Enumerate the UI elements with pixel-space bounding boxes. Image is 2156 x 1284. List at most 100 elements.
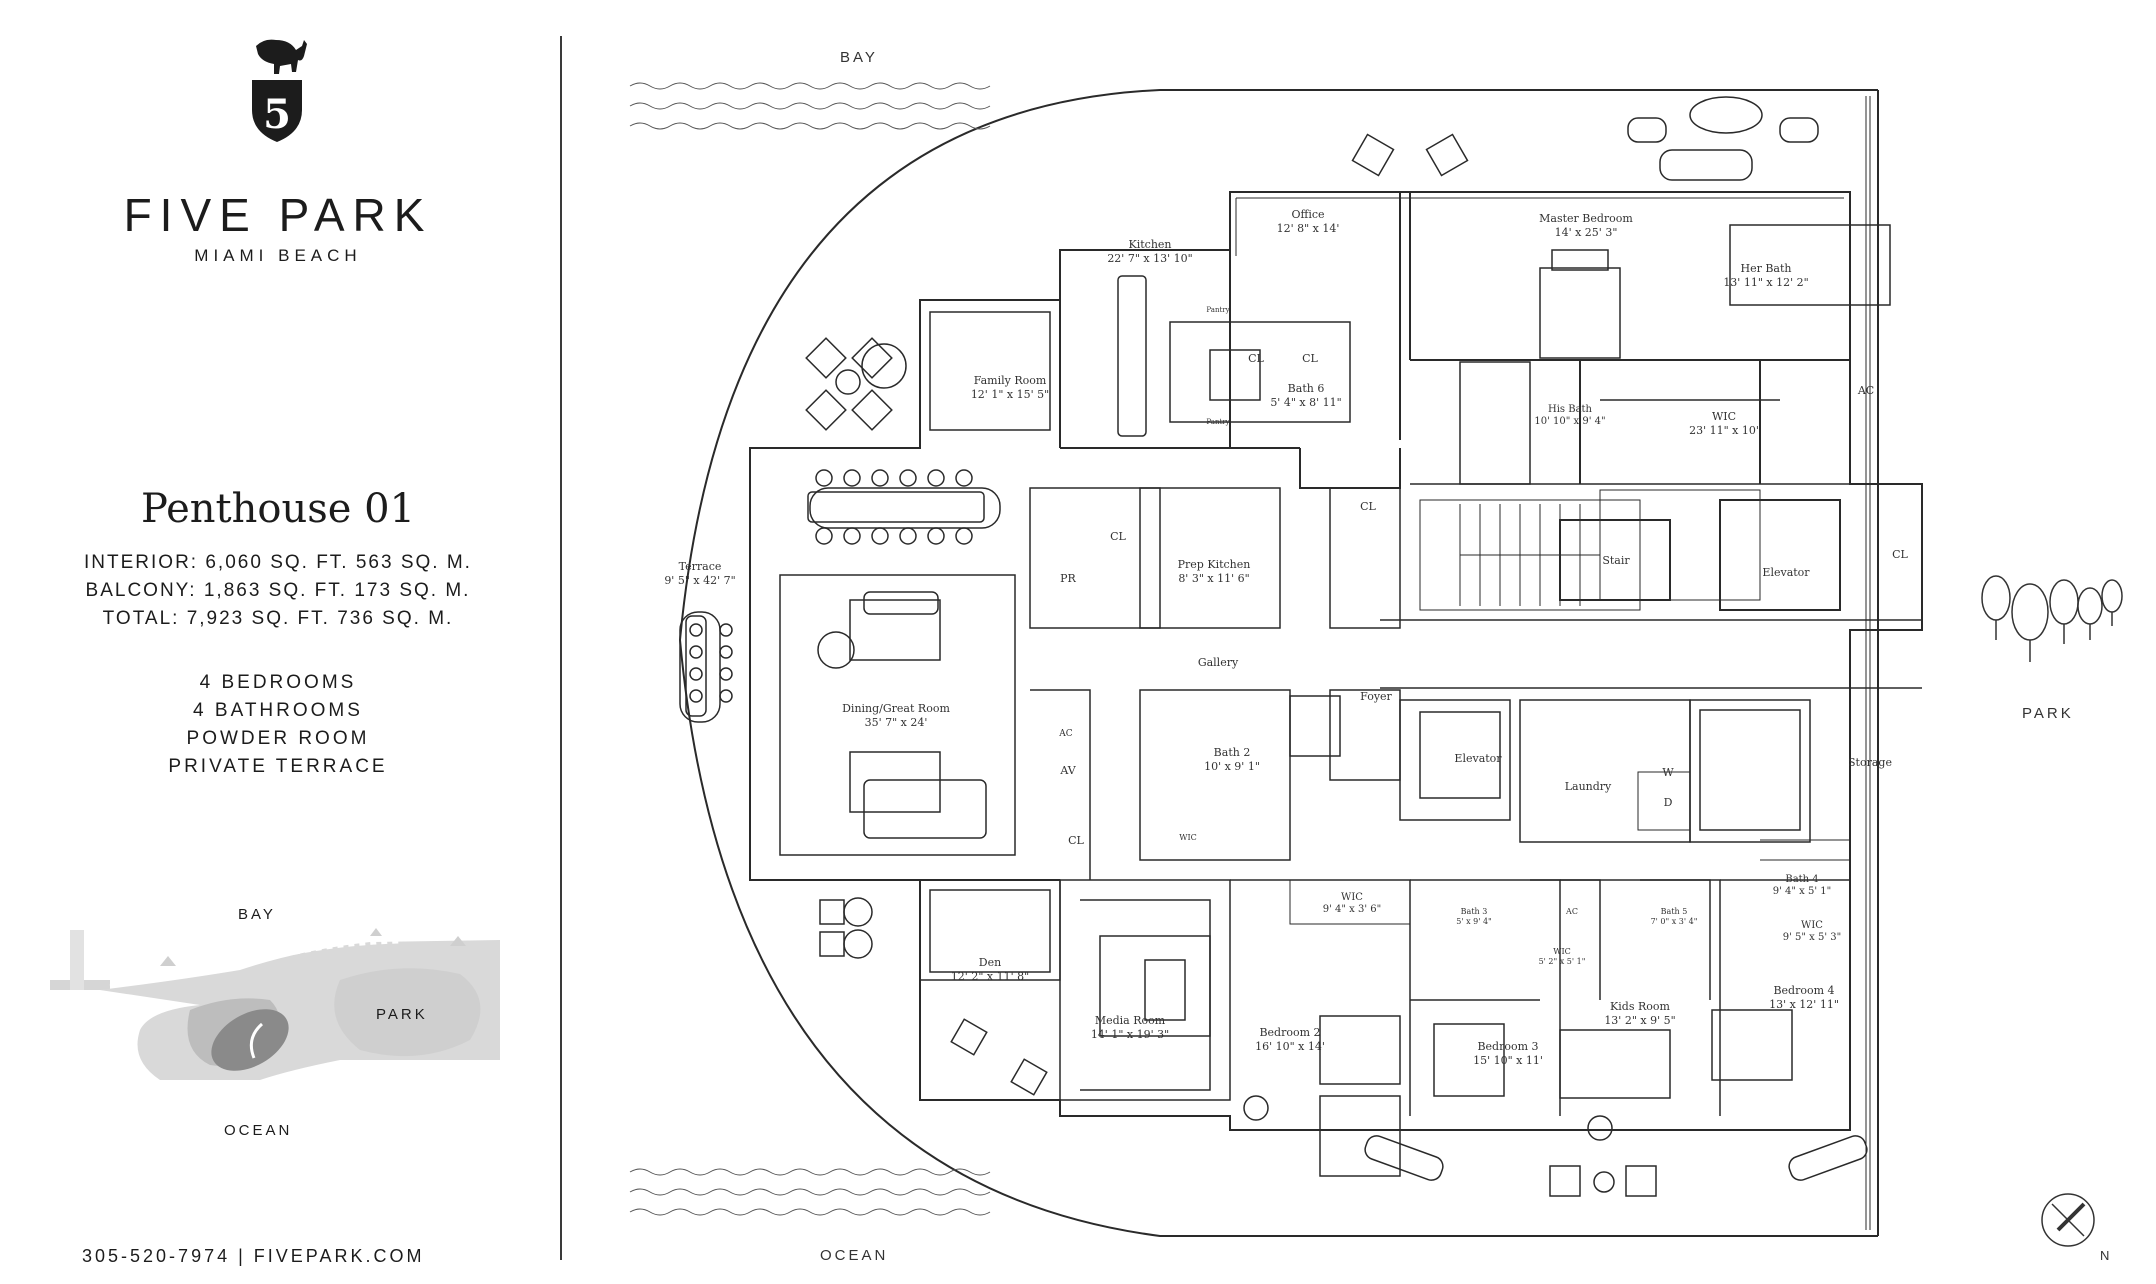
room-wic-bed3-dims: 5' 2" x 5' 1" [1539,957,1586,966]
room-bedroom-2-dims: 16' 10" x 14' [1255,1040,1325,1053]
water-lines [629,82,991,1216]
elephant-shield-icon: 5 [252,39,307,142]
room-elevator-1: Elevator [1762,566,1810,579]
room-laundry: Laundry [1565,780,1612,793]
room-gallery: Gallery [1198,656,1239,669]
room-bath-3: Bath 3 [1461,907,1488,916]
bay-label: BAY [840,49,878,66]
label-closet-2: CL [1360,500,1376,513]
total-area: TOTAL: 7,923 SQ. FT. 736 SQ. M. [102,608,454,629]
label-av: AV [1059,764,1076,777]
room-her-bath: Her Bath [1740,262,1791,275]
info-panel: 5 FIVE PARK MIAMI BEACH Penthouse 01 INT… [0,0,556,1284]
trees-icon [1981,575,2123,662]
feature-bedrooms: 4 BEDROOMS [199,672,357,693]
room-master-bedroom: Master Bedroom [1539,212,1633,225]
label-closet-3: CL [1892,548,1908,561]
room-elevator-2: Elevator [1454,752,1502,765]
room-terrace-dims: 9' 5" x 42' 7" [664,574,735,587]
label-closet-1: CL [1110,530,1126,543]
room-dining-dims: 35' 7" x 24' [865,716,928,729]
room-bedroom-2: Bedroom 2 [1259,1026,1320,1039]
stair-icon [1419,499,1641,611]
room-family-room-dims: 12' 1" x 15' 5" [971,388,1049,401]
room-wic-bed4: WIC [1801,920,1823,931]
brand-subtitle: MIAMI BEACH [194,246,362,265]
room-bath-4-dims: 9' 4" x 5' 1" [1773,886,1832,897]
feature-powder-room: POWDER ROOM [186,728,370,749]
unit-title: Penthouse 01 [140,486,416,532]
park-label: PARK [2022,705,2074,722]
room-kitchen: Kitchen [1129,238,1172,251]
label-washer: W [1662,766,1674,779]
room-his-bath: His Bath [1548,404,1593,415]
room-her-bath-dims: 13' 11" x 12' 2" [1723,276,1808,289]
room-bath-5-dims: 7' 0" x 3' 4" [1651,917,1698,926]
label-powder-room: PR [1060,572,1076,585]
room-stair: Stair [1602,554,1630,567]
label-dryer: D [1664,796,1673,809]
room-wic-master: WIC [1712,410,1736,423]
room-kids-room: Kids Room [1610,1000,1670,1013]
floor-plan: BAY OCEAN PARK N Office 12' 8" x 14' Mas… [629,49,2123,1264]
room-office-dims: 12' 8" x 14' [1277,222,1340,235]
room-bath-2-dims: 10' x 9' 1" [1204,760,1260,773]
room-media-room: Media Room [1095,1014,1166,1027]
label-ac-3: AC [1565,907,1578,916]
room-dining: Dining/Great Room [842,702,950,715]
label-pantry-1: Pantry [1206,306,1229,314]
room-bedroom-4-dims: 13' x 12' 11" [1769,998,1839,1011]
room-prep-kitchen: Prep Kitchen [1178,558,1251,571]
room-wic-bed2-dims: 9' 4" x 3' 6" [1323,904,1382,915]
room-bath-3-dims: 5' x 9' 4" [1456,917,1492,926]
label-ac-2: AC [1857,384,1874,397]
location-minimap: BAY PARK OCEAN [40,890,510,1150]
room-terrace: Terrace [679,560,722,573]
room-media-room-dims: 14' 1" x 19' 3" [1091,1028,1169,1041]
room-family-room: Family Room [974,374,1047,387]
dining-table [807,469,985,545]
north-arrow-icon [2041,1193,2095,1247]
room-storage: Storage [1848,756,1892,769]
svg-text:5: 5 [263,91,291,138]
feature-terrace: PRIVATE TERRACE [168,756,388,777]
label-closet-5: CL [1302,352,1318,365]
room-kids-room-dims: 13' 2" x 9' 5" [1604,1014,1675,1027]
room-office: Office [1291,208,1324,221]
feature-bathrooms: 4 BATHROOMS [193,700,363,721]
label-closet-6: CL [1068,834,1084,847]
room-kitchen-dims: 22' 7" x 13' 10" [1107,252,1192,265]
interior-area: INTERIOR: 6,060 SQ. FT. 563 SQ. M. [84,552,472,573]
interior-walls [749,191,1923,1131]
room-his-bath-dims: 10' 10" x 9' 4" [1534,416,1605,427]
terrace-furniture [685,117,1868,1197]
contact-info: 305-520-7974 | FIVEPARK.COM [82,1246,425,1266]
room-master-bedroom-dims: 14' x 25' 3" [1555,226,1618,239]
room-den: Den [979,956,1001,969]
north-label: N [2100,1248,2112,1263]
room-bath-5: Bath 5 [1661,907,1688,916]
balcony-area: BALCONY: 1,863 SQ. FT. 173 SQ. M. [85,580,471,601]
minimap-ocean-label: OCEAN [224,1122,293,1139]
brand-name: FIVE PARK [123,189,433,241]
room-den-dims: 12' 2" x 11' 8" [951,970,1029,983]
furniture-sketches [679,96,1891,1177]
ocean-label: OCEAN [820,1247,888,1264]
room-bath-2: Bath 2 [1214,746,1251,759]
room-wic-bed2: WIC [1341,892,1363,903]
room-bath-6-dims: 5' 4" x 8' 11" [1270,396,1341,409]
room-bath-6: Bath 6 [1288,382,1325,395]
room-wic-bed4-dims: 9' 5" x 5' 3" [1783,932,1842,943]
room-bedroom-3: Bedroom 3 [1477,1040,1538,1053]
label-wic-bath2: WIC [1179,833,1197,842]
label-closet-4: CL [1248,352,1264,365]
minimap-bay-label: BAY [238,906,276,923]
label-ac-1: AC [1058,729,1072,739]
room-bedroom-3-dims: 15' 10" x 11' [1473,1054,1543,1067]
terrace-outline [678,89,1878,1237]
room-foyer: Foyer [1360,690,1392,703]
room-bath-4: Bath 4 [1785,874,1818,885]
label-pantry-2: Pantry [1206,418,1229,426]
vertical-divider [560,36,562,1260]
room-prep-kitchen-dims: 8' 3" x 11' 6" [1178,572,1249,585]
